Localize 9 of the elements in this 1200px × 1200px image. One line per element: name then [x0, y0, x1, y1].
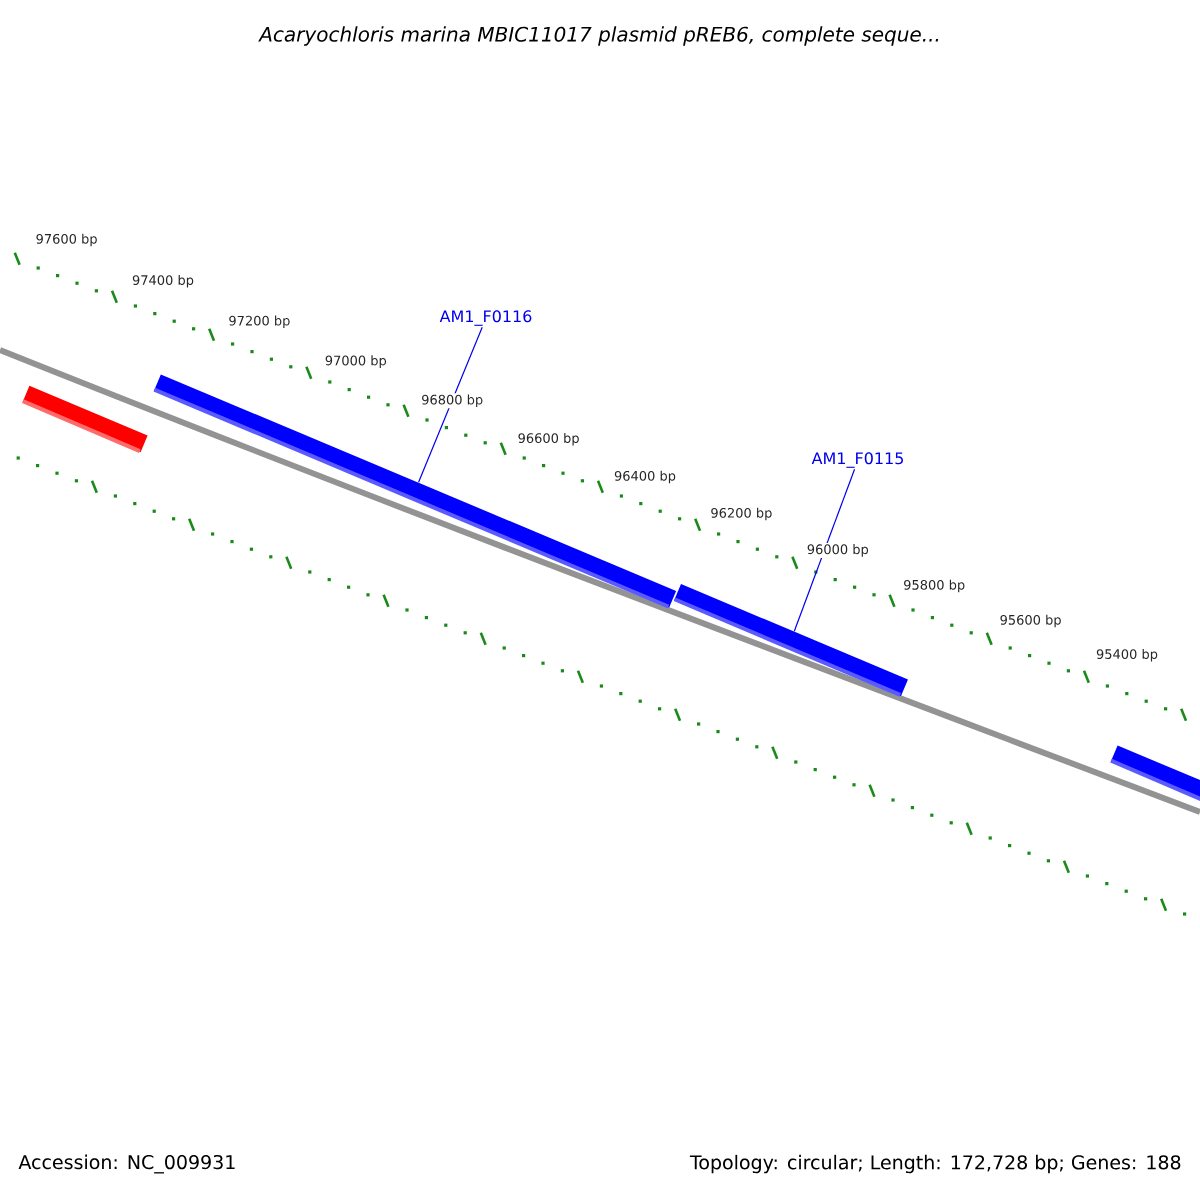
leader-line: [793, 468, 856, 632]
leader-line: [417, 326, 483, 483]
gene-label: AM1_F0115: [811, 452, 903, 468]
summary-text: Topology: circular; Length: 172,728 bp; Genes: 188: [689, 1154, 1181, 1174]
gene-block: [22, 385, 148, 453]
gene-label: AM1_F0116: [439, 310, 532, 326]
accession-text: Accession: NC_009931: [18, 1154, 235, 1174]
title: Acaryochloris marina MBIC11017 plasmid pREB6, complete seque...: [258, 26, 939, 46]
gene-block: [673, 584, 908, 697]
